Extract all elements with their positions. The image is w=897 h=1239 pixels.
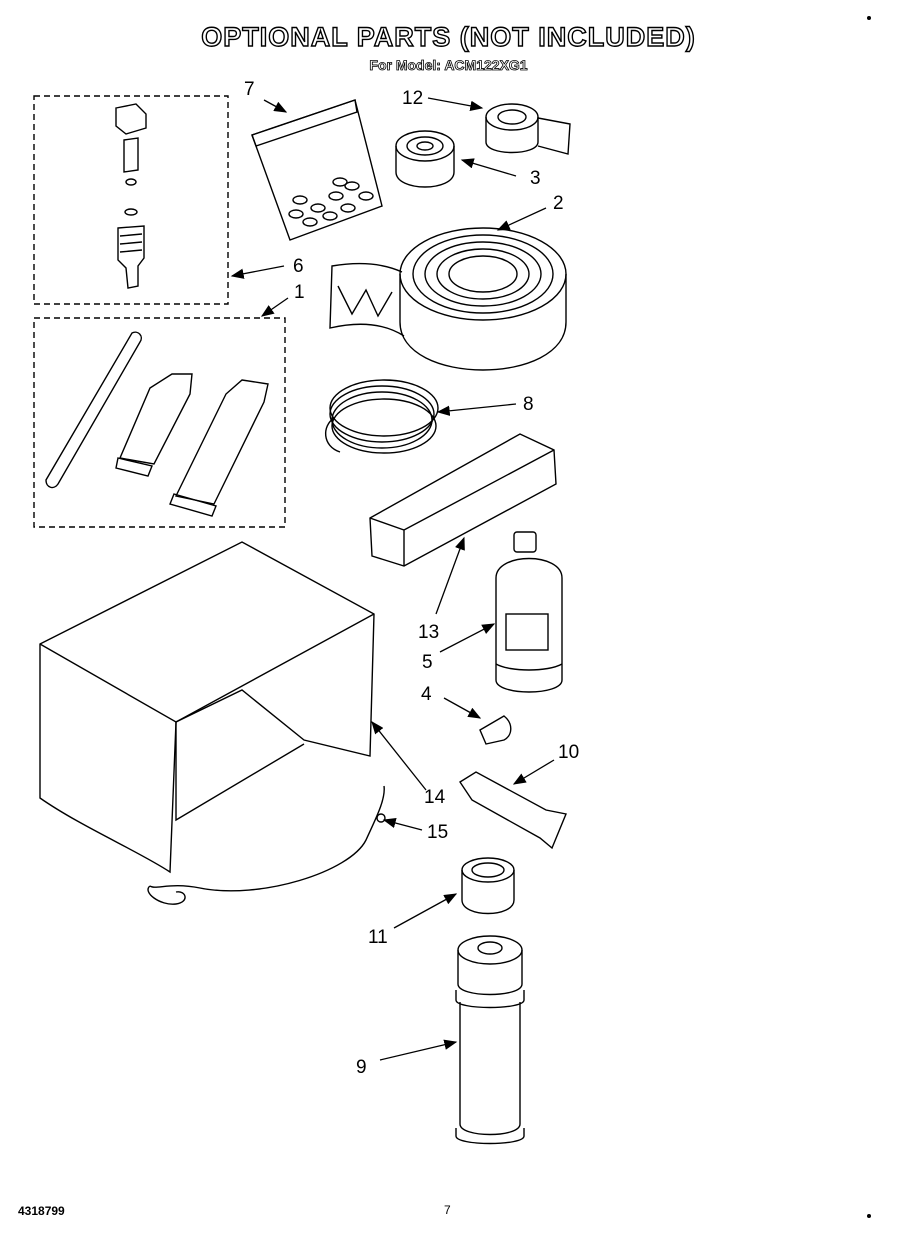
model-subtitle: For Model: ACM122XG1 xyxy=(369,57,528,74)
part-6-dashed-box xyxy=(33,95,229,305)
part-4-cap xyxy=(479,715,512,745)
callout-5: 5 xyxy=(422,652,433,673)
callout-11: 11 xyxy=(368,927,388,948)
part-11-roll xyxy=(461,857,515,915)
corner-mark-bottom xyxy=(867,1214,871,1218)
page-title: OPTIONAL PARTS (NOT INCLUDED) xyxy=(201,21,696,52)
part-15-cord xyxy=(147,785,386,905)
callout-14: 14 xyxy=(424,787,446,808)
part-2-tape xyxy=(329,227,567,371)
callout-10: 10 xyxy=(558,742,579,763)
part-3-tape xyxy=(395,130,455,188)
part-number: 4318799 xyxy=(18,1204,65,1218)
callout-9: 9 xyxy=(356,1057,367,1078)
part-8-coil xyxy=(325,379,439,454)
part-9-can xyxy=(455,935,525,1145)
part-7-bag xyxy=(251,99,383,241)
callout-3: 3 xyxy=(530,168,541,189)
part-1-kit xyxy=(45,331,269,517)
leader-arrows xyxy=(230,97,555,1061)
callout-8: 8 xyxy=(523,394,534,415)
callout-13: 13 xyxy=(418,622,439,643)
part-10-tube xyxy=(459,771,567,850)
callout-15: 15 xyxy=(427,822,448,843)
callout-12: 12 xyxy=(402,88,423,109)
callout-2: 2 xyxy=(553,193,564,214)
page-number: 7 xyxy=(444,1203,451,1217)
part-6-fitting xyxy=(115,103,147,289)
callout-4: 4 xyxy=(421,684,432,705)
part-1-dashed-box xyxy=(33,317,286,528)
callout-1: 1 xyxy=(294,282,305,303)
callout-6: 6 xyxy=(293,256,304,277)
part-5-bottle xyxy=(495,531,563,693)
part-12-tape xyxy=(485,103,571,155)
callout-7: 7 xyxy=(244,79,255,100)
part-14-cover xyxy=(39,541,375,874)
corner-mark-top xyxy=(867,16,871,20)
part-13-foam xyxy=(369,433,557,567)
